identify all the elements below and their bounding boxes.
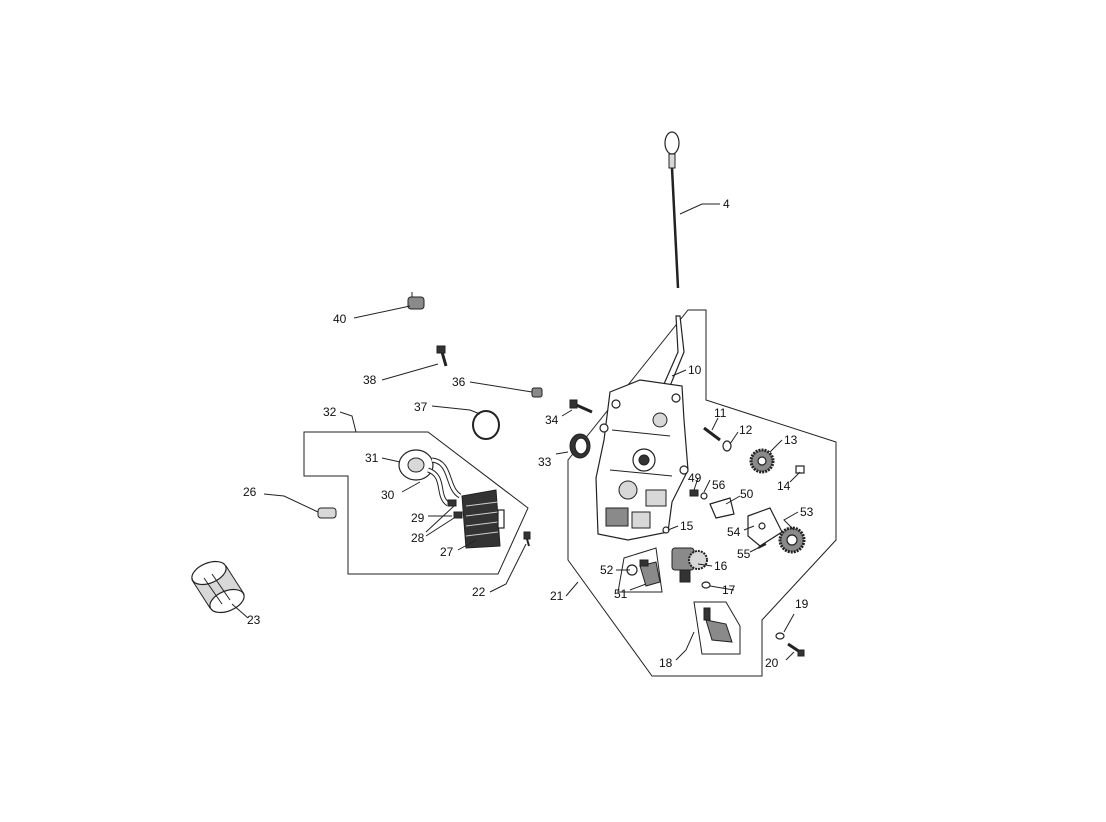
callout-14: 14 <box>777 479 791 493</box>
pickup-part-18 <box>703 607 733 643</box>
sensor-part <box>407 292 425 310</box>
seal-part-33 <box>569 433 591 459</box>
callout-50: 50 <box>740 487 754 501</box>
o-ring-part-17 <box>701 581 711 589</box>
callout-52: 52 <box>600 563 614 577</box>
callout-21: 21 <box>550 589 564 603</box>
callout-15: 15 <box>680 519 694 533</box>
oil-cooler-adapter <box>398 449 463 519</box>
washer-part-12 <box>722 440 732 452</box>
bolt-part-20 <box>787 642 805 657</box>
callout-56: 56 <box>712 478 726 492</box>
callout-27: 27 <box>440 545 454 559</box>
ball-part-56 <box>700 492 708 500</box>
group-outline-18 <box>693 601 741 655</box>
callout-26: 26 <box>243 485 257 499</box>
washer-part-19 <box>775 632 785 640</box>
callout-31: 31 <box>365 451 379 465</box>
pin-part-11 <box>703 426 721 442</box>
leader-lines <box>231 203 801 661</box>
callout-4: 4 <box>723 197 730 211</box>
callout-18: 18 <box>659 656 673 670</box>
callout-30: 30 <box>381 488 395 502</box>
callout-38: 38 <box>363 373 377 387</box>
plug-part-36 <box>531 387 543 398</box>
callout-33: 33 <box>538 455 552 469</box>
gear-part-13 <box>749 448 775 474</box>
callout-55: 55 <box>737 547 751 561</box>
gear-part-53 <box>778 526 806 554</box>
callout-11: 11 <box>714 406 727 420</box>
oil-cooler-part <box>461 489 505 549</box>
plate-part-54 <box>747 507 783 547</box>
callout-32: 32 <box>323 405 337 419</box>
group-outline-51 <box>617 547 663 593</box>
valve-part-51 <box>639 559 661 587</box>
callout-37: 37 <box>414 400 428 414</box>
fitting-part-26 <box>317 507 337 519</box>
dipstick-part <box>664 131 680 289</box>
group-outline-32 <box>303 431 529 575</box>
callout-labels: 4 10 11 12 13 14 15 16 17 18 19 20 21 22… <box>243 197 814 670</box>
o-ring-part-37 <box>472 410 500 440</box>
callout-19: 19 <box>795 597 809 611</box>
callout-23: 23 <box>247 613 261 627</box>
callout-13: 13 <box>784 433 798 447</box>
screw-part-55 <box>757 543 767 549</box>
callout-51: 51 <box>614 587 628 601</box>
group-outline-21 <box>567 309 837 677</box>
callout-36: 36 <box>452 375 466 389</box>
crankcase-cover <box>595 379 689 541</box>
callout-20: 20 <box>765 656 779 670</box>
callout-10: 10 <box>688 363 702 377</box>
spring-part-49 <box>689 489 699 497</box>
oil-filter-part <box>191 560 245 614</box>
callout-29: 29 <box>411 511 425 525</box>
callout-17: 17 <box>722 583 736 597</box>
callout-28: 28 <box>411 531 425 545</box>
callout-12: 12 <box>739 423 753 437</box>
bolt-part-22 <box>523 531 531 547</box>
callout-53: 53 <box>800 505 814 519</box>
callout-49: 49 <box>688 471 702 485</box>
callout-16: 16 <box>714 559 728 573</box>
callout-34: 34 <box>545 413 559 427</box>
bolt-part-38 <box>436 345 448 367</box>
bolt-part-34 <box>569 399 593 414</box>
callout-22: 22 <box>472 585 486 599</box>
callout-40: 40 <box>333 312 347 326</box>
bolt-part-14 <box>795 465 805 474</box>
callout-54: 54 <box>727 525 741 539</box>
